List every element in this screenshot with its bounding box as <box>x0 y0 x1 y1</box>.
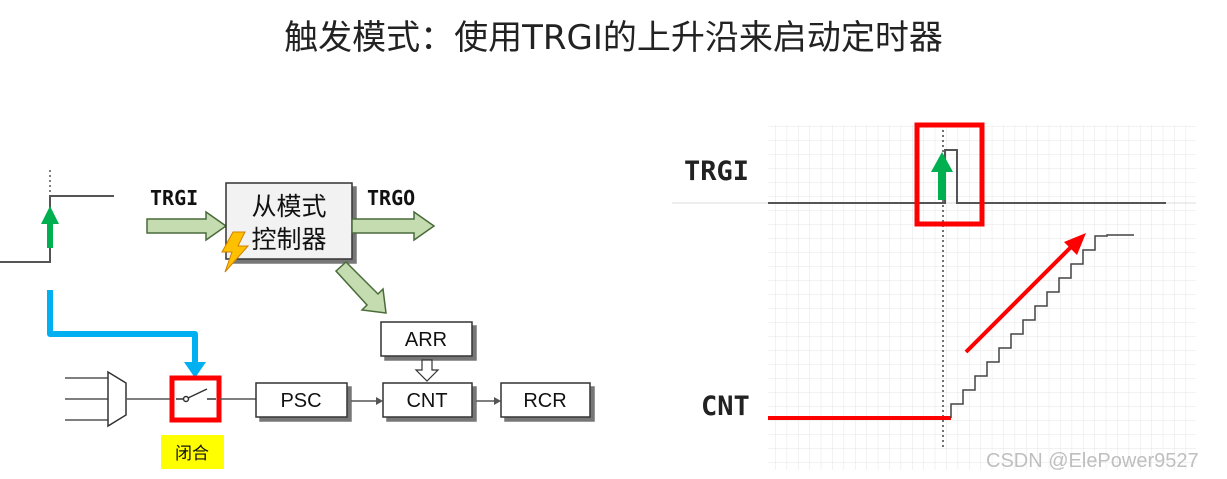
cnt-staircase-trace <box>950 234 1134 418</box>
trgi-input-arrow <box>146 210 228 242</box>
slave-controller-line1: 从模式 <box>251 192 326 221</box>
trgo-output-arrow <box>351 210 436 242</box>
slave-controller-line2: 控制器 <box>251 225 326 254</box>
switch-state-tag: 闭合 <box>161 435 224 469</box>
psc-label: PSC <box>280 390 321 412</box>
input-mux <box>65 370 172 428</box>
switch-state-label: 闭合 <box>175 444 209 464</box>
arr-label: ARR <box>405 329 447 351</box>
gate-switch <box>169 375 222 423</box>
psc-register: PSC <box>255 382 348 418</box>
timing-rising-edge-arrow <box>931 152 953 200</box>
trgi-input-waveform <box>0 170 114 263</box>
timing-diagram: TRGI CNT <box>672 122 1196 470</box>
rising-edge-highlight <box>914 122 985 227</box>
rising-edge-arrow <box>41 206 59 248</box>
trgi-label: TRGI <box>150 186 198 210</box>
page-title: 触发模式：使用TRGI的上升沿来启动定时器 <box>284 18 943 58</box>
watermark: CSDN @ElePower9527 <box>986 450 1199 472</box>
lightning-icon <box>221 231 250 273</box>
rcr-register: RCR <box>500 382 591 418</box>
timing-cnt-label: CNT <box>701 391 750 422</box>
rcr-label: RCR <box>523 390 566 412</box>
cnt-register: CNT <box>382 382 473 418</box>
arr-register: ARR <box>380 321 473 357</box>
cnt-to-rcr-arrow <box>476 397 501 405</box>
trigger-path-arrow <box>47 290 206 378</box>
controller-to-cnt-arrow <box>334 260 387 314</box>
left-block-diagram: TRGI 从模式 控制器 TRGO ARR <box>0 170 591 469</box>
trgo-label: TRGO <box>367 186 415 210</box>
psc-to-cnt-arrow <box>351 397 383 405</box>
arr-to-cnt-arrow <box>414 359 440 382</box>
cnt-label: CNT <box>406 390 447 412</box>
slave-mode-controller: 从模式 控制器 <box>225 182 353 260</box>
timing-trgi-label: TRGI <box>684 156 749 187</box>
count-up-arrow <box>964 233 1086 354</box>
